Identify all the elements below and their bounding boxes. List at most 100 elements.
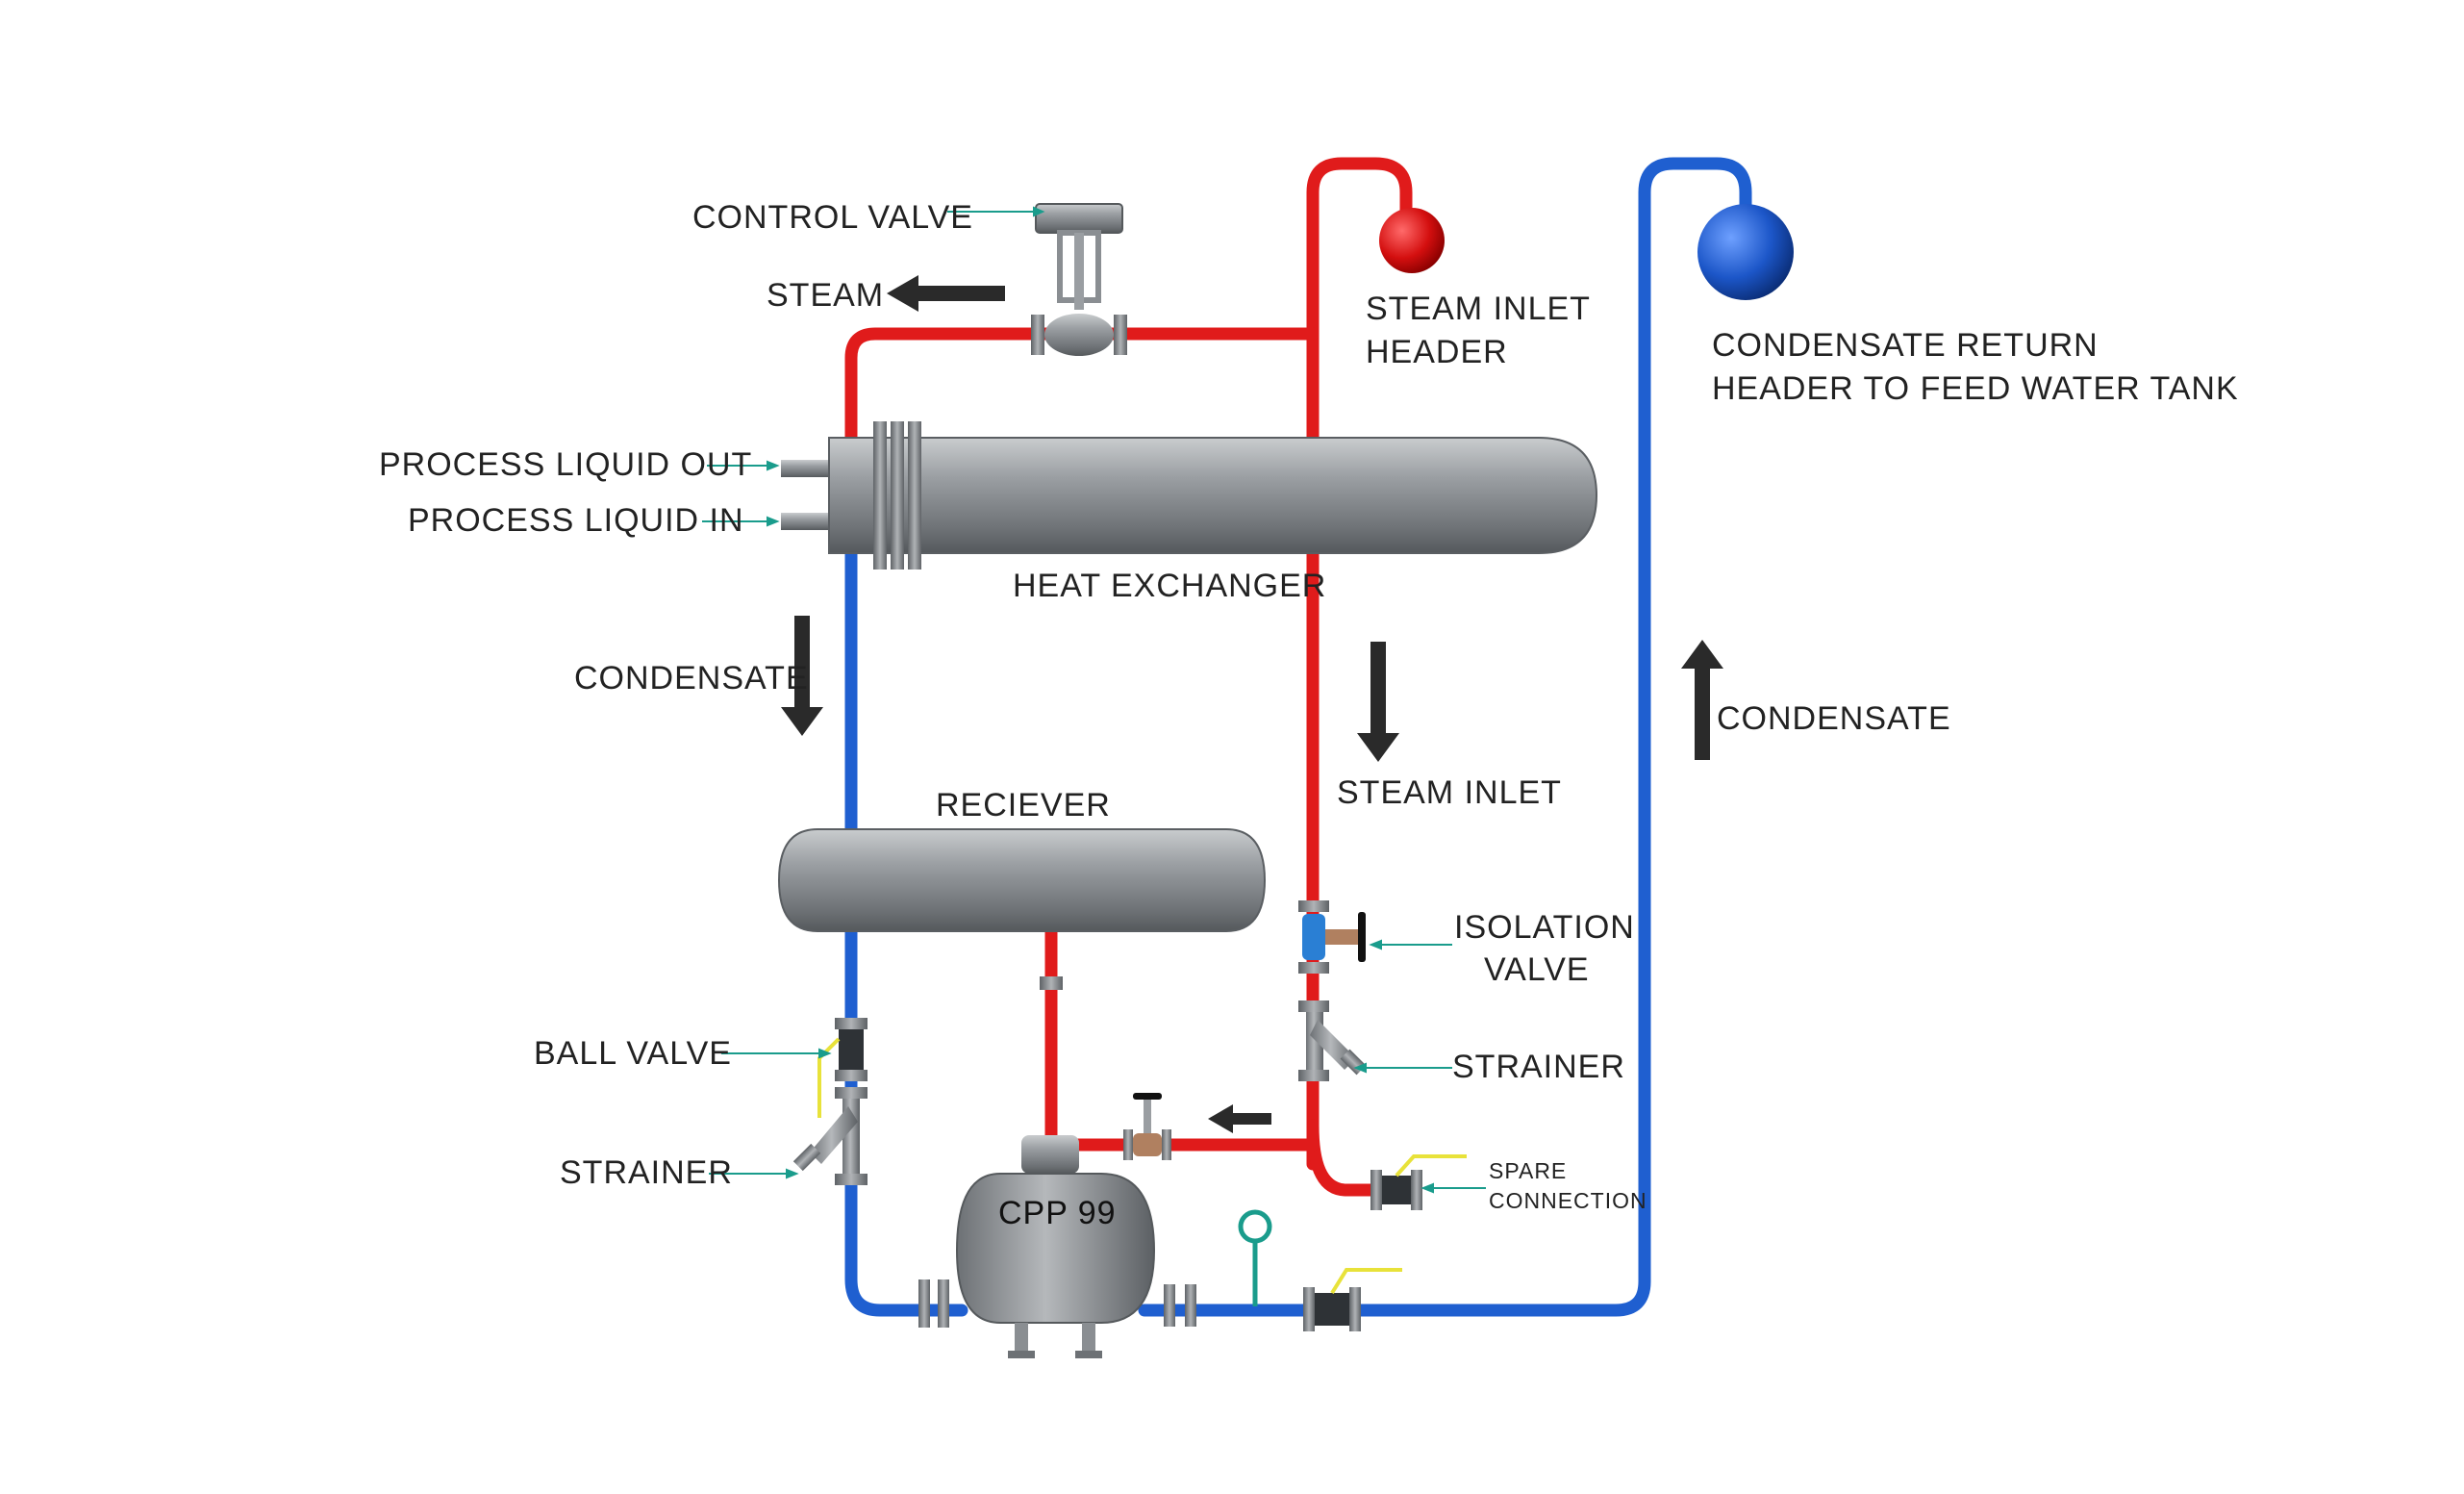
- strainer-left-cap: [792, 1143, 821, 1172]
- label-process-liquid-in: PROCESS LIQUID IN: [408, 502, 744, 539]
- motive-valve-flange-left: [1123, 1129, 1133, 1160]
- condensate-drop-pipe: [844, 532, 968, 1317]
- steam-flow-arrow: [887, 275, 1005, 312]
- discharge-valve-handle: [1330, 1268, 1402, 1295]
- pump-leg-left: [1015, 1323, 1028, 1354]
- discharge-valve-body: [1315, 1293, 1349, 1326]
- label-steam-inlet-header-line1: STEAM INLET: [1366, 291, 1591, 327]
- steam-inlet-header-ball: [1379, 208, 1445, 273]
- strainer-right-flange-top: [1298, 1000, 1329, 1012]
- control-valve: [1031, 203, 1127, 356]
- label-spare-connection-line2: CONNECTION: [1489, 1188, 1647, 1213]
- strainer-left-basket: [810, 1106, 858, 1164]
- steam-to-heat-exchanger-pipe: [844, 327, 1320, 444]
- leader-strainer-right-tip: [1353, 1062, 1367, 1074]
- control-valve-flange-left: [1031, 315, 1044, 355]
- spare-valve-handle: [1395, 1154, 1467, 1177]
- isolation-valve-bonnet: [1325, 929, 1358, 945]
- motive-steam-valve: [1123, 1093, 1171, 1160]
- motive-valve-stem: [1144, 1097, 1151, 1133]
- label-strainer-right: STRAINER: [1452, 1049, 1625, 1085]
- heat-exchanger: [781, 421, 1598, 570]
- pump-inlet-flange-a: [918, 1279, 930, 1328]
- diagram-labels: CONTROL VALVE STEAM STEAM INLET HEADER C…: [379, 199, 2239, 1213]
- heat-exchanger-flange-3: [908, 421, 921, 570]
- motive-valve-flange-right: [1162, 1129, 1171, 1160]
- leader-spare-connection-tip: [1421, 1182, 1434, 1194]
- heat-exchanger-flange-1: [873, 421, 887, 570]
- discharge-valve-flange-left: [1303, 1287, 1315, 1331]
- label-isolation-valve-line2: VALVE: [1484, 951, 1590, 988]
- heat-exchanger-shell: [828, 437, 1598, 554]
- isolation-valve: [1298, 900, 1366, 974]
- discharge-valve-flange-right: [1349, 1287, 1361, 1331]
- leader-lines: [702, 206, 1486, 1194]
- receiver-vent-flange: [1040, 976, 1063, 990]
- condensate-down-arrow: [781, 616, 823, 736]
- label-heat-exchanger: HEAT EXCHANGER: [1013, 568, 1326, 604]
- condensate-up-arrow: [1681, 640, 1723, 760]
- spare-valve-body: [1382, 1176, 1411, 1204]
- pump-outlet-flange-b: [1185, 1284, 1196, 1327]
- pressure-gauge-dial: [1238, 1209, 1272, 1244]
- label-condensate-right: CONDENSATE: [1717, 700, 1951, 737]
- label-receiver: RECIEVER: [936, 787, 1111, 823]
- strainer-left: [792, 1087, 867, 1185]
- leader-isolation-valve-tip: [1369, 939, 1382, 950]
- condensate-return-header-ball: [1697, 204, 1794, 300]
- control-valve-stem: [1074, 233, 1084, 310]
- label-spare-connection-line1: SPARE: [1489, 1158, 1567, 1183]
- ball-valve-flange-top: [835, 1018, 867, 1029]
- discharge-ball-valve: [1303, 1268, 1402, 1331]
- motive-valve-handwheel: [1133, 1093, 1162, 1100]
- ball-valve-flange-bottom: [835, 1070, 867, 1081]
- pump-inlet-flange-b: [938, 1279, 949, 1328]
- receiver-vessel: [777, 828, 1267, 932]
- pump-discharge-pipe: [1138, 157, 1752, 1317]
- label-steam-inlet: STEAM INLET: [1337, 774, 1562, 811]
- motive-steam-arrow: [1208, 1104, 1271, 1133]
- ball-valve: [817, 1018, 867, 1118]
- pump-outlet-flange-a: [1164, 1284, 1175, 1327]
- pump-foot-right: [1075, 1351, 1102, 1358]
- isolation-valve-flange-top: [1298, 900, 1329, 912]
- pressure-gauge: [1238, 1209, 1272, 1306]
- leader-process-in-tip: [767, 516, 780, 527]
- control-valve-flange-right: [1114, 315, 1127, 355]
- label-condensate-return-line2: HEADER TO FEED WATER TANK: [1712, 370, 2239, 407]
- steam-header-riser-pipe: [1306, 157, 1413, 1171]
- pump-leg-right: [1082, 1323, 1095, 1354]
- heat-exchanger-flange-2: [891, 421, 904, 570]
- label-condensate-left: CONDENSATE: [574, 660, 809, 696]
- spare-connection-valve: [1370, 1154, 1467, 1210]
- strainer-left-flange-top: [835, 1087, 867, 1099]
- leader-ball-valve-tip: [818, 1048, 832, 1059]
- spare-valve-flange-right: [1411, 1170, 1422, 1210]
- control-valve-actuator: [1035, 203, 1123, 234]
- strainer-right-flange-bottom: [1298, 1070, 1329, 1081]
- condensate-pipes: [844, 157, 1752, 1317]
- leader-control-valve-tip: [1033, 206, 1045, 217]
- pump-label: CPP 99: [998, 1195, 1117, 1231]
- isolation-valve-flange-bottom: [1298, 962, 1329, 974]
- label-steam-inlet-header-line2: HEADER: [1366, 334, 1508, 370]
- strainer-right: [1298, 1000, 1367, 1081]
- label-isolation-valve-line1: ISOLATION: [1454, 909, 1635, 946]
- process-liquid-in-nozzle: [781, 513, 829, 530]
- leader-process-out-tip: [767, 460, 780, 471]
- label-process-liquid-out: PROCESS LIQUID OUT: [379, 446, 752, 483]
- label-control-valve: CONTROL VALVE: [692, 199, 973, 236]
- steam-inlet-down-arrow: [1357, 642, 1399, 762]
- process-liquid-out-nozzle: [781, 460, 829, 477]
- steam-pipes: [844, 157, 1413, 1197]
- isolation-valve-body: [1302, 914, 1325, 960]
- pump-cpp99: CPP 99: [918, 1135, 1196, 1358]
- pump-top-nozzle: [1021, 1135, 1079, 1174]
- spare-valve-flange-left: [1370, 1170, 1382, 1210]
- pump-body: [955, 1173, 1156, 1324]
- label-steam: STEAM: [767, 277, 884, 314]
- control-valve-body: [1044, 314, 1114, 356]
- flow-arrows: [781, 275, 1723, 1133]
- motive-valve-body: [1133, 1133, 1162, 1156]
